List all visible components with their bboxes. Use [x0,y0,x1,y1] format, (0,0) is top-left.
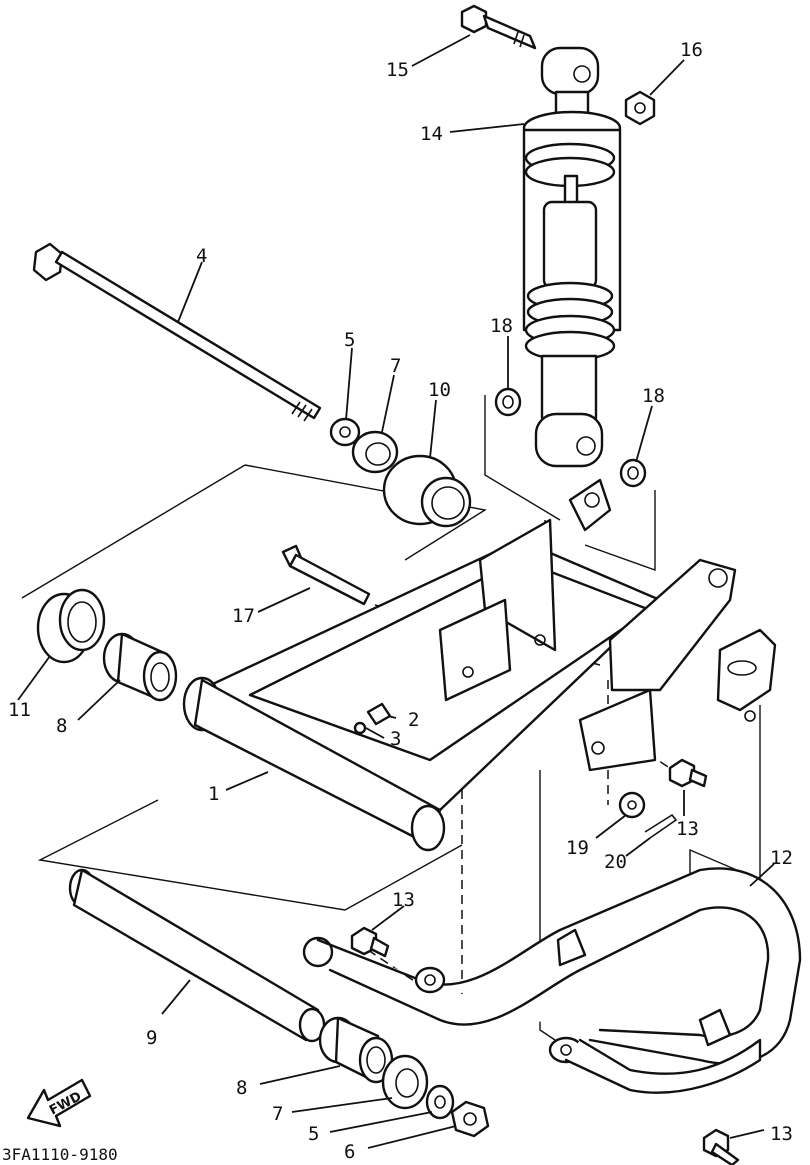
drawing-code: 3FA1110-9180 [2,1145,118,1164]
fwd-arrow: FWD [26,1078,92,1128]
plain-washer [618,791,646,819]
spacer-lower [318,1016,394,1084]
callout-17: 17 [232,605,255,627]
callout-8-upper: 8 [56,715,67,737]
oil-seal-upper [351,430,399,474]
callout-19: 19 [566,837,589,859]
bolt-bottom [702,1128,740,1165]
grease-cap [353,721,367,735]
callout-6: 6 [344,1141,355,1163]
bracket-plate [716,628,777,722]
callout-14: 14 [420,123,443,145]
tube-shaft [68,868,326,1043]
swingarm [182,478,737,852]
thrust-washer-lower [425,1084,455,1120]
callout-15: 15 [386,59,409,81]
bushing-left [36,588,106,664]
leader-lines [17,34,775,1149]
callout-13-right: 13 [676,818,699,840]
bolt-center [350,926,390,958]
shock-upper-bolt [460,4,537,50]
callout-11: 11 [8,699,31,721]
nut-lower [450,1100,490,1138]
pivot-shaft-bolt [32,242,322,422]
callout-9: 9 [146,1027,157,1049]
shock-upper-nut [624,90,656,126]
callout-5-lower: 5 [308,1123,319,1145]
mounting-bolt [281,544,371,606]
spacer-left [102,632,178,702]
callout-5-upper: 5 [344,329,355,351]
callout-13-center: 13 [392,889,415,911]
callout-3: 3 [390,728,401,750]
callout-8-lower: 8 [236,1077,247,1099]
callout-20: 20 [604,851,627,873]
shock-collar-lower [619,458,647,488]
callout-7-lower: 7 [272,1103,283,1125]
reference-frames [21,395,761,1041]
callout-10: 10 [428,379,451,401]
callout-4: 4 [196,245,207,267]
cotter-pin [644,813,678,839]
shock-collar-upper [494,387,522,417]
callout-labels: 15 16 14 4 18 18 5 7 10 17 11 8 2 3 1 19… [8,39,793,1163]
callout-18-upper: 18 [490,315,513,337]
bolt-right [668,758,708,788]
oil-seal-lower [381,1054,429,1110]
stand-frame [302,867,802,1094]
callout-18-lower: 18 [642,385,665,407]
thrust-washer-upper [329,417,361,447]
rear-shock-absorber [522,46,622,468]
callout-12: 12 [770,847,793,869]
callout-7-upper: 7 [390,355,401,377]
callout-16: 16 [680,39,703,61]
callout-13-bottom: 13 [770,1123,793,1145]
callout-1: 1 [208,783,219,805]
callout-2: 2 [408,709,419,731]
bushing-collar-upper [382,454,472,528]
